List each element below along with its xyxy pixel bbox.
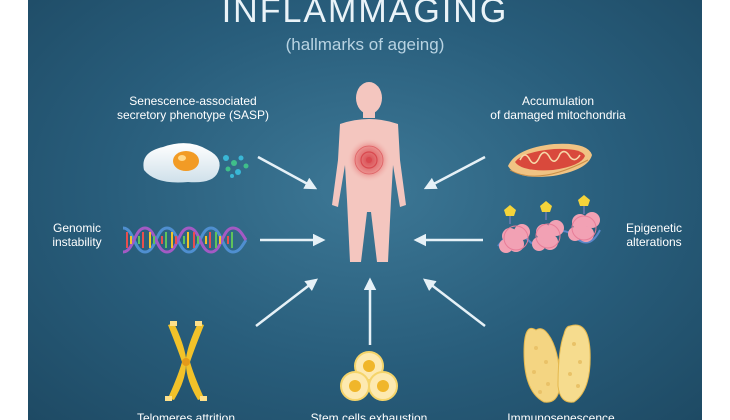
mitochondrion-icon — [508, 143, 592, 177]
label-mitochondria-line2: of damaged mitochondria — [490, 108, 626, 122]
arrow-immuno — [423, 278, 486, 327]
label-mitochondria: Accumulation of damaged mitochondria — [458, 94, 658, 122]
label-epigenetic-line2: alterations — [626, 235, 682, 249]
label-epigenetic-line1: Epigenetic — [625, 221, 683, 235]
label-genomic-line1: Genomic — [52, 221, 102, 235]
label-stemcells: Stem cells exhaustion — [310, 411, 428, 420]
thymus-icon — [523, 324, 591, 403]
label-sasp-line1: Senescence-associated — [129, 94, 257, 108]
arrow-mitochondria — [423, 155, 486, 190]
diagram-graphics — [122, 82, 601, 403]
arrow-telomeres — [255, 278, 318, 327]
chromosome-icon — [165, 321, 207, 401]
egg-cell-icon — [143, 143, 249, 183]
label-genomic-line2: instability — [52, 235, 102, 249]
label-genomic: Genomic instability — [42, 221, 112, 249]
diagram-title: INFLAMMAGING — [221, 0, 509, 30]
label-telomeres: Telomeres attrition — [136, 411, 236, 420]
arrow-sasp — [257, 155, 318, 190]
label-sasp: Senescence-associated secretory phenotyp… — [98, 94, 288, 122]
label-mitochondria-line1: Accumulation — [521, 94, 595, 108]
nucleosome-icon — [497, 195, 601, 253]
stem-cells-icon — [340, 351, 398, 401]
dna-helix-icon — [122, 226, 248, 254]
label-epigenetic: Epigenetic alterations — [610, 221, 698, 249]
diagram-subtitle: (hallmarks of ageing) — [285, 35, 445, 54]
label-sasp-line2: secretory phenotype (SASP) — [116, 108, 270, 122]
diagram-panel: INFLAMMAGING (hallmarks of ageing) — [28, 0, 702, 420]
human-body-icon — [332, 82, 406, 262]
label-immuno: Immunosenescence — [507, 411, 615, 420]
